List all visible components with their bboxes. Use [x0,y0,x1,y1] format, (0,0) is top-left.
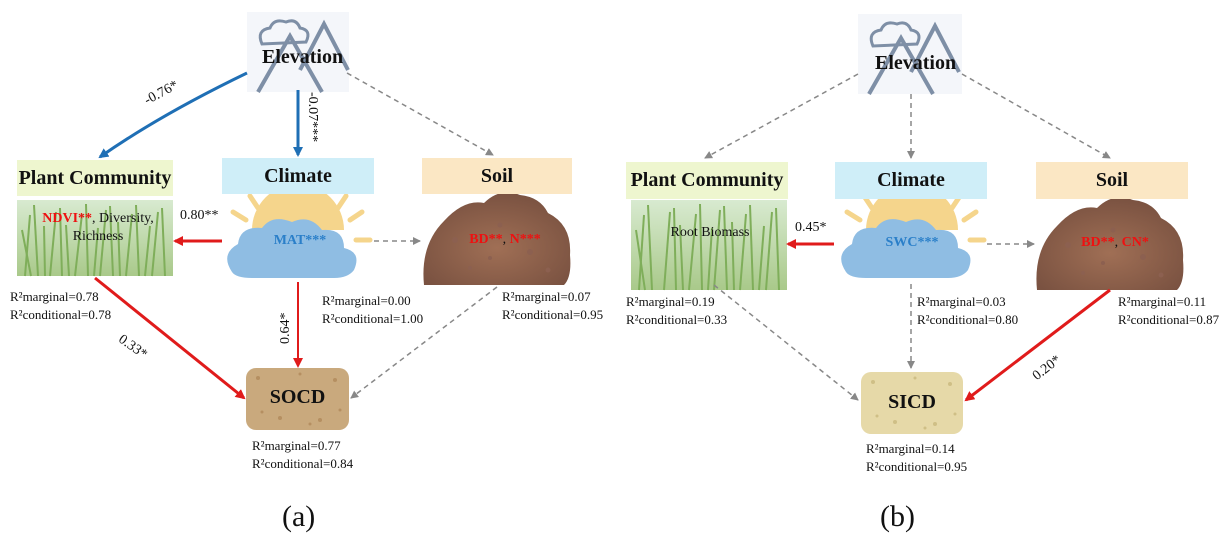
path-plant-target [713,284,859,401]
climate-r2: R²marginal=0.03 R²conditional=0.80 [917,293,1018,329]
path-elevation-plant [98,71,248,159]
panel-b-label: (b) [880,500,915,533]
variable-rest: , Diversity, Richness [72,211,154,244]
panel-a-artwork [17,12,571,430]
path-soil-target [350,286,498,399]
panel-a-label: (a) [282,500,316,533]
variable-ndvi: NDVI** [42,211,93,226]
node-soil: Soil [422,158,572,194]
node-plant-community: Plant Community [17,160,173,196]
node-elevation-label: Elevation [875,52,957,74]
variable-bd: BD** [1081,235,1115,250]
path-elevation-soil [346,72,494,156]
node-sicd: SICD [888,391,936,413]
grass-icon [631,200,787,291]
node-soil: Soil [1036,162,1188,199]
path-plant-target [94,276,246,400]
r2-conditional: R²conditional=0.95 [866,459,968,474]
soil-variables: BD**, N*** [455,231,555,249]
node-plant-community: Plant Community [626,162,788,199]
path-elevation-soil [961,73,1111,159]
variable-separator: , [502,232,510,247]
variable-separator: , [1114,235,1122,250]
soil-r2: R²marginal=0.07 R²conditional=0.95 [502,288,603,324]
node-socd: SOCD [269,386,326,408]
plant-r2: R²marginal=0.19 R²conditional=0.33 [626,293,727,329]
path-soil-target [964,288,1111,402]
r2-conditional: R²conditional=0.87 [1118,312,1220,327]
mountain-icon [858,14,962,95]
coef-elevation-climate: -0.07*** [305,92,320,143]
variable-cn: CN* [1121,235,1149,250]
panel-b-artwork [631,14,1184,434]
variable-bd: BD** [469,232,503,247]
plant-variables: Root Biomass [655,224,765,242]
r2-conditional: R²conditional=0.95 [502,307,604,322]
node-climate: Climate [835,162,987,199]
r2-conditional: R²conditional=0.78 [10,307,112,322]
soil-r2: R²marginal=0.11 R²conditional=0.87 [1118,293,1219,329]
coef-climate-target: 0.64* [278,312,293,345]
r2-conditional: R²conditional=0.33 [626,312,728,327]
r2-marginal: R²marginal=0.03 [917,294,1006,309]
coef-climate-plant: 0.45* [795,220,827,235]
grass-icon [17,200,173,277]
variable-mat: MAT*** [273,233,327,248]
r2-conditional: R²conditional=0.80 [917,312,1019,327]
mountain-icon [247,12,350,93]
coef-climate-plant: 0.80** [180,208,219,223]
path-elevation-plant [704,73,859,159]
plant-variables: NDVI**, Diversity, Richness [28,210,168,246]
variable-swc: SWC*** [885,235,939,250]
r2-marginal: R²marginal=0.11 [1118,294,1207,309]
r2-marginal: R²marginal=0.14 [866,441,955,456]
r2-marginal: R²marginal=0.19 [626,294,715,309]
variable-n: N*** [509,232,541,247]
r2-marginal: R²marginal=0.78 [10,289,99,304]
soil-mound-icon [1036,197,1184,290]
soil-mound-icon [423,192,571,285]
soil-texture-icon [246,368,349,430]
climate-variables: SWC*** [872,234,952,252]
node-elevation-label: Elevation [262,46,344,68]
r2-marginal: R²marginal=0.77 [252,438,341,453]
r2-conditional: R²conditional=1.00 [322,311,424,326]
node-climate: Climate [222,158,374,194]
plant-r2: R²marginal=0.78 R²conditional=0.78 [10,288,111,324]
soil-texture-icon [861,372,963,434]
r2-conditional: R²conditional=0.84 [252,456,354,471]
climate-r2: R²marginal=0.00 R²conditional=1.00 [322,292,423,328]
climate-variables: MAT*** [260,232,340,250]
r2-marginal: R²marginal=0.00 [322,293,411,308]
socd-r2: R²marginal=0.77 R²conditional=0.84 [252,437,353,473]
soil-variables: BD**, CN* [1065,234,1165,252]
variable-root-biomass: Root Biomass [670,225,750,240]
r2-marginal: R²marginal=0.07 [502,289,591,304]
sun-cloud-icon [227,184,373,278]
sicd-r2: R²marginal=0.14 R²conditional=0.95 [866,440,967,476]
